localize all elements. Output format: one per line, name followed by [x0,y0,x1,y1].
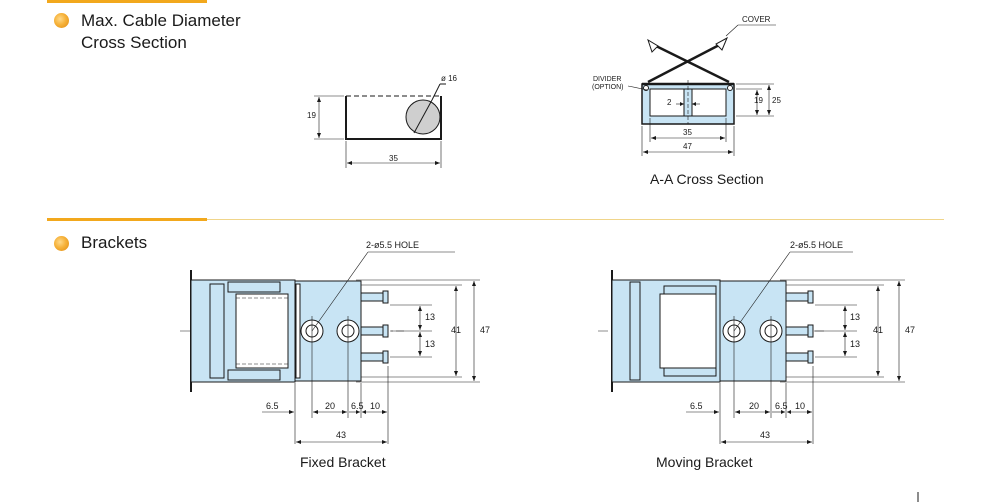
cable-height-label: 19 [307,111,316,120]
section-divider-line [207,219,944,220]
aa-section-caption: A-A Cross Section [650,171,764,187]
fixed-pitch-bottom: 13 [425,339,436,349]
divider-label: DIVIDER [593,76,622,83]
gap-label: 2 [667,98,672,107]
moving-outer-height: 47 [905,325,916,335]
fixed-dim-3: 6.5 [351,401,364,411]
section-title-brackets: Brackets [81,233,148,252]
moving-dim-1: 6.5 [690,401,703,411]
section-title-line2: Cross Section [81,33,187,52]
fixed-bracket-caption: Fixed Bracket [300,454,386,470]
moving-dim-2: 20 [749,401,760,411]
section-title-line1: Max. Cable Diameter [81,11,241,30]
moving-dim-4: 10 [795,401,806,411]
fixed-hole-label: 2-ø5.5 HOLE [366,240,420,250]
moving-pitch-top: 13 [850,312,861,322]
fixed-dim-2: 20 [325,401,336,411]
inner-height-label: 19 [754,96,763,105]
moving-dim-3: 6.5 [775,401,788,411]
divider-option-label: (OPTION) [592,84,624,91]
fixed-dim-4: 10 [370,401,381,411]
outer-height-label: 25 [772,96,781,105]
outer-width-label: 47 [683,142,692,151]
moving-total-width: 43 [760,430,771,440]
section-title-cable: Max. Cable Diameter Cross Section [81,10,241,54]
fixed-inner-height: 41 [451,325,462,335]
section-bullet-icon [54,236,69,251]
section-rule-top [47,0,207,3]
moving-pitch-bottom: 13 [850,339,861,349]
fixed-dim-1: 6.5 [266,401,279,411]
fixed-outer-height: 47 [480,325,491,335]
moving-bracket-caption: Moving Bracket [656,454,753,470]
cable-width-label: 35 [389,154,398,163]
section-rule-brackets [47,218,207,221]
moving-hole-label: 2-ø5.5 HOLE [790,240,844,250]
fixed-total-width: 43 [336,430,347,440]
cable-diameter-label: ø 16 [441,74,458,83]
moving-inner-height: 41 [873,325,884,335]
section-bullet-icon [54,13,69,28]
inner-width-label: 35 [683,128,692,137]
cover-label: COVER [742,15,771,24]
fixed-pitch-top: 13 [425,312,436,322]
